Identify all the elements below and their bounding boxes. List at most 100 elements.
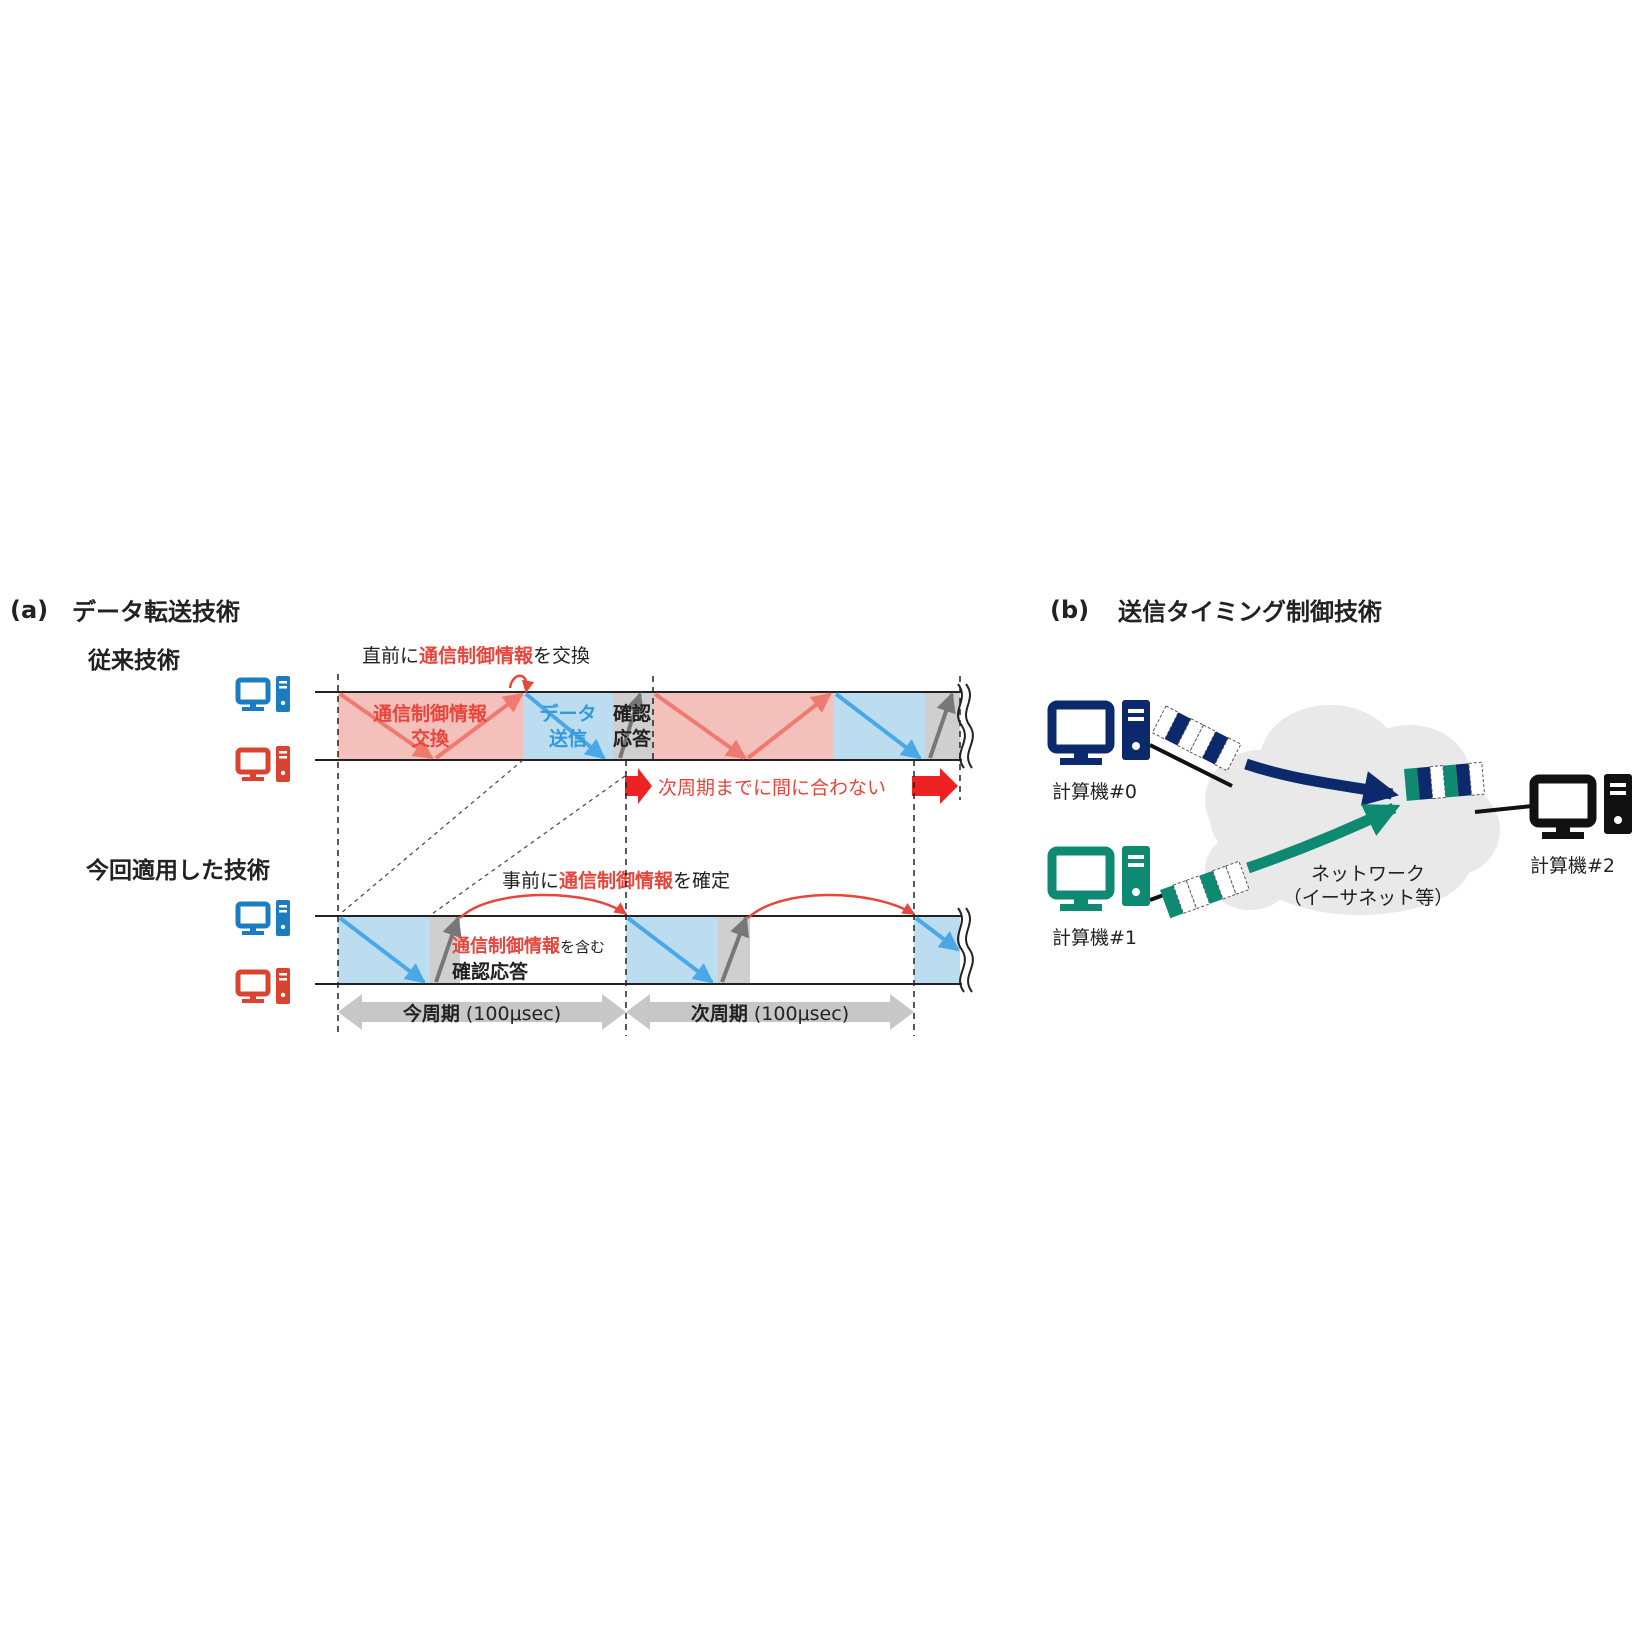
computer-1-icon xyxy=(1052,846,1150,911)
packet xyxy=(1225,860,1250,895)
exchange-arrow-up xyxy=(434,692,524,760)
applied-note: 事前に通信制御情報を確定 xyxy=(502,869,730,892)
packet-train-merged xyxy=(1404,761,1486,801)
packet xyxy=(1189,724,1217,759)
conventional-heading: 従来技術 xyxy=(87,647,180,674)
ack-info-suffix: を含む xyxy=(560,938,605,956)
packet xyxy=(1214,737,1242,772)
panel-b-tag: (b) xyxy=(1050,596,1089,624)
packet xyxy=(1176,718,1205,753)
packet xyxy=(1160,885,1184,919)
network-label-line2: （イーサネット等） xyxy=(1283,887,1454,909)
applied-note-prefix: 事前に xyxy=(502,870,559,892)
exchange-label-line1: 通信制御情報 xyxy=(373,702,488,725)
flow-arrow-pc0 xyxy=(1244,758,1399,806)
computer-blue-icon xyxy=(238,676,290,712)
projection-line xyxy=(339,759,524,915)
packet xyxy=(1442,764,1459,798)
packet xyxy=(1416,766,1433,800)
conventional-note-prefix: 直前に xyxy=(362,645,419,667)
link-pc0 xyxy=(1149,743,1233,788)
delay-arrow-icon-2 xyxy=(912,768,958,804)
applied-note-highlight: 通信制御情報 xyxy=(559,869,674,892)
period-current-label: 今周期 (100μsec) xyxy=(402,1002,561,1025)
conventional-note-highlight: 通信制御情報 xyxy=(419,644,534,667)
packet xyxy=(1404,767,1420,801)
computer-2-label: 計算機#2 xyxy=(1530,855,1615,877)
exchange-phase-block-2 xyxy=(653,692,833,760)
ack-arrow-up-2 xyxy=(720,916,750,983)
packet-train-pc1 xyxy=(1160,860,1250,919)
ack-label-line1: 確認 xyxy=(613,702,651,725)
ack-arrow-up xyxy=(618,692,645,759)
predetermined-info-arrow-2 xyxy=(747,893,916,919)
exchange-arrow-up-2 xyxy=(746,692,832,760)
exchange-arrow-down-2 xyxy=(653,692,747,760)
packet xyxy=(1429,765,1447,800)
projection-line xyxy=(431,775,626,915)
computer-blue-icon xyxy=(238,900,290,936)
data-arrow-down-2 xyxy=(834,692,922,760)
predetermined-info-arrow xyxy=(459,893,628,919)
ack-arrow-up-2 xyxy=(928,692,956,759)
panel-a-title: データ転送技術 xyxy=(72,598,240,626)
ack-info-block xyxy=(460,916,626,984)
packet xyxy=(1455,763,1472,797)
period-next-rest: (100μsec) xyxy=(754,1003,849,1025)
data-label-line1: データ xyxy=(539,702,596,725)
packet xyxy=(1199,870,1223,904)
computer-2-icon xyxy=(1534,774,1632,839)
packet xyxy=(1172,879,1198,915)
data-arrow-down xyxy=(524,692,606,760)
data-arrow-down xyxy=(338,916,426,984)
ack-info-highlight: 通信制御情報 xyxy=(452,935,561,957)
conventional-note-suffix: を交換 xyxy=(533,645,590,667)
computer-red-icon xyxy=(238,968,290,1004)
ack-arrow-up xyxy=(434,916,462,983)
applied-heading: 今回適用した技術 xyxy=(86,857,270,884)
data-arrow-down-3 xyxy=(914,916,960,952)
computer-red-icon xyxy=(238,746,290,782)
data-arrow-down-2 xyxy=(626,916,714,984)
panel-a-tag: (a) xyxy=(10,596,48,624)
ack-info-line1: 通信制御情報を含む xyxy=(452,935,605,957)
computer-1-label: 計算機#1 xyxy=(1052,927,1137,949)
flow-arrow-pc1 xyxy=(1246,803,1401,874)
miss-note: 次周期までに間に合わない xyxy=(658,777,886,799)
period-current-arrow xyxy=(338,994,626,1030)
ack-label-line2: 応答 xyxy=(613,727,652,750)
computer-0-icon xyxy=(1052,700,1150,765)
period-next-arrow xyxy=(626,994,914,1030)
packet xyxy=(1151,705,1180,740)
delay-arrow-icon xyxy=(625,768,652,804)
panel-a: (a) データ転送技術 従来技術 直前に通信制御情報を交換 xyxy=(10,596,974,1036)
break-mark-2 xyxy=(965,907,974,993)
data-phase-block-3 xyxy=(914,916,960,984)
break-mark xyxy=(957,907,966,993)
packet xyxy=(1468,761,1486,796)
computer-0-label: 計算機#0 xyxy=(1052,781,1137,803)
period-current-bold: 今周期 xyxy=(402,1002,460,1025)
network-label-line1: ネットワーク xyxy=(1311,863,1425,885)
panel-b: (b) 送信タイミング制御技術 xyxy=(1050,596,1632,949)
applied-note-suffix: を確定 xyxy=(673,870,730,892)
exchange-hook-arrow xyxy=(508,674,535,694)
conventional-section: 従来技術 直前に通信制御情報を交換 通信制 xyxy=(87,644,974,804)
conventional-note: 直前に通信制御情報を交換 xyxy=(362,644,590,667)
period-next-label: 次周期 (100μsec) xyxy=(691,1002,849,1025)
period-next-bold: 次周期 xyxy=(691,1002,748,1025)
packet xyxy=(1164,712,1191,746)
period-current-rest: (100μsec) xyxy=(466,1003,561,1025)
exchange-label-line2: 交換 xyxy=(411,727,450,750)
applied-section: 今回適用した技術 事前に通信制御情報を確定 通信制御情報を含む 確認応答 xyxy=(86,857,974,1030)
panel-b-title: 送信タイミング制御技術 xyxy=(1118,598,1382,626)
link-pc2 xyxy=(1474,804,1533,814)
ack-info-line2: 確認応答 xyxy=(452,960,529,983)
packet-train-pc0 xyxy=(1151,705,1242,772)
packet xyxy=(1202,731,1229,765)
break-mark-2 xyxy=(965,683,974,769)
period-boundaries xyxy=(337,674,961,1036)
data-label-line2: 送信 xyxy=(549,727,587,750)
exchange-arrow-down xyxy=(338,692,434,760)
